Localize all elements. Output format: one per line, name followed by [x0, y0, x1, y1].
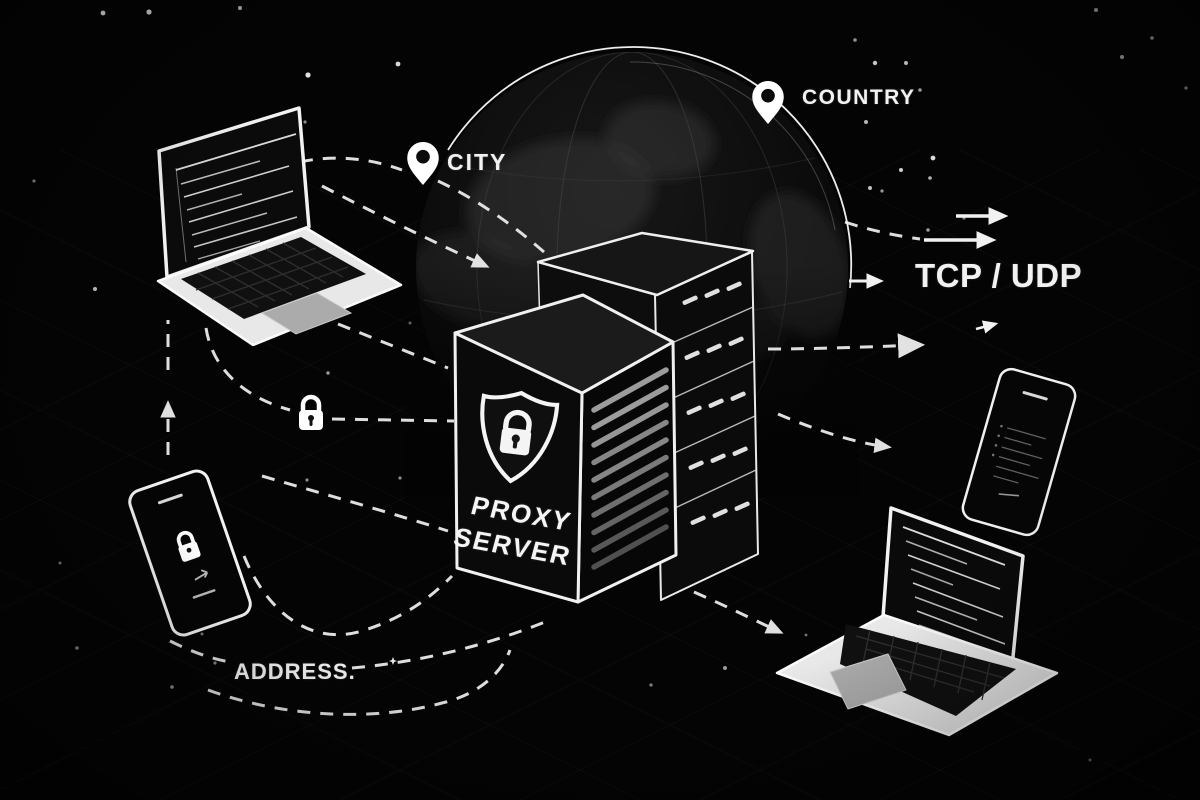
city-pin-icon [407, 141, 439, 185]
curve-phone-to-server-bottom [242, 555, 454, 637]
phone-left [128, 469, 252, 637]
arrow-tiny-right [975, 320, 999, 334]
country-label: COUNTRY [802, 86, 916, 109]
curve-address-left [169, 639, 231, 664]
sparkle [389, 657, 397, 665]
laptop-bottom-right [775, 506, 1059, 737]
line-lock-to-server [331, 417, 455, 423]
line-globe-to-tcp [844, 220, 921, 241]
phone-right [961, 367, 1077, 537]
protocol-label: TCP / UDP [915, 257, 1083, 294]
curve-address-right [351, 618, 551, 670]
line-laptop-to-city-pin [299, 156, 403, 172]
address-label: ADDRESS. [234, 659, 356, 684]
city-label: CITY [447, 149, 508, 175]
padlock-icon-mid [299, 394, 323, 430]
laptop-top-left [156, 106, 403, 347]
arrow-server-to-laptop [693, 590, 784, 634]
